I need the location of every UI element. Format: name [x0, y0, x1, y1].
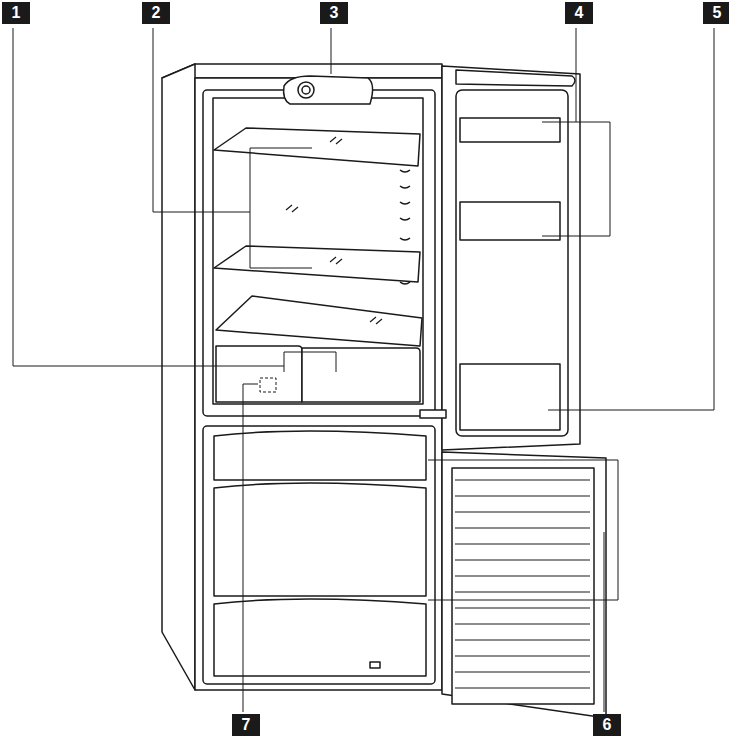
callout-number: 3: [320, 2, 348, 24]
callout-number: 1: [2, 2, 30, 24]
callout-number: 4: [565, 2, 593, 24]
callout-number: 6: [593, 714, 621, 736]
callout-number: 5: [703, 2, 729, 24]
callout-number: 2: [142, 2, 170, 24]
callout-number: 7: [232, 714, 260, 736]
